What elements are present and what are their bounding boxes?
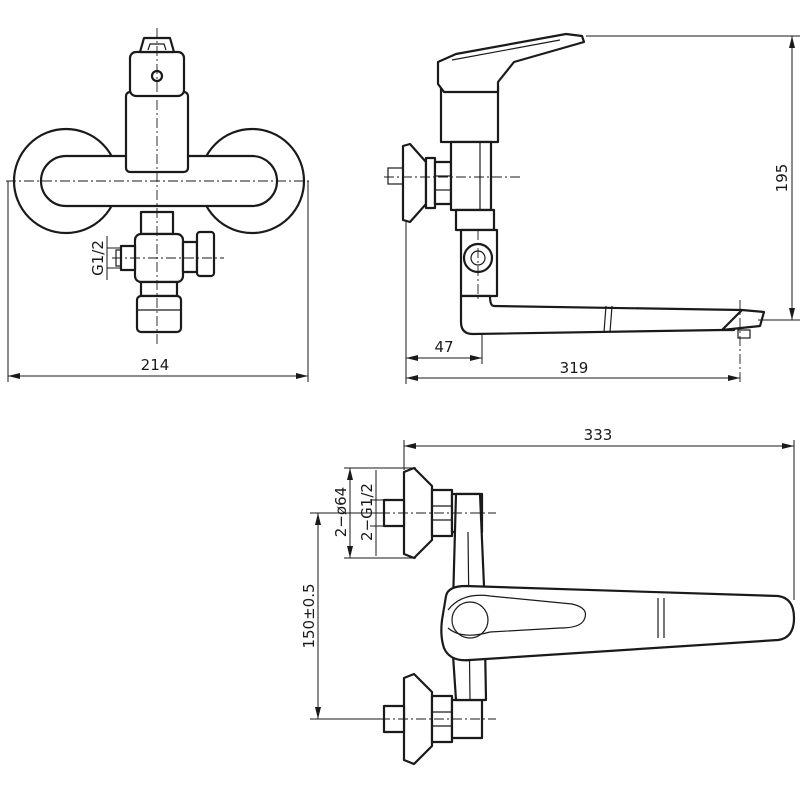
front-thread-callout: G1/2	[89, 236, 121, 280]
overall-length-dimension: 333	[403, 426, 795, 600]
reach-dimension: 319	[406, 359, 740, 381]
height-dimension: 195	[586, 35, 800, 321]
reach-label: 319	[560, 359, 589, 377]
side-flange	[387, 142, 453, 224]
flange-diameter-label: 2−ø64	[332, 487, 350, 537]
side-body	[439, 84, 500, 298]
front-view: 214 G1/2	[6, 28, 312, 382]
top-spout	[440, 584, 796, 662]
wall-to-spout-label: 47	[434, 338, 453, 356]
diverter-valve	[115, 210, 216, 334]
side-spout	[459, 294, 766, 339]
front-thread-label: G1/2	[89, 240, 107, 276]
center-distance-label: 150±0.5	[300, 583, 318, 648]
side-view: 195 47 319	[384, 32, 800, 384]
center-distance-dimension: 150±0.5	[300, 512, 384, 720]
side-lever	[436, 32, 586, 94]
top-view: 333 2−ø64 2−G1/2 150±0.5	[300, 426, 796, 766]
overall-length-label: 333	[584, 426, 613, 444]
width-label: 214	[141, 356, 170, 374]
inlet-thread-label: 2−G1/2	[358, 483, 376, 541]
height-label: 195	[773, 164, 791, 193]
width-dimension: 214	[8, 356, 308, 379]
wall-to-spout-dimension: 47	[405, 222, 483, 384]
